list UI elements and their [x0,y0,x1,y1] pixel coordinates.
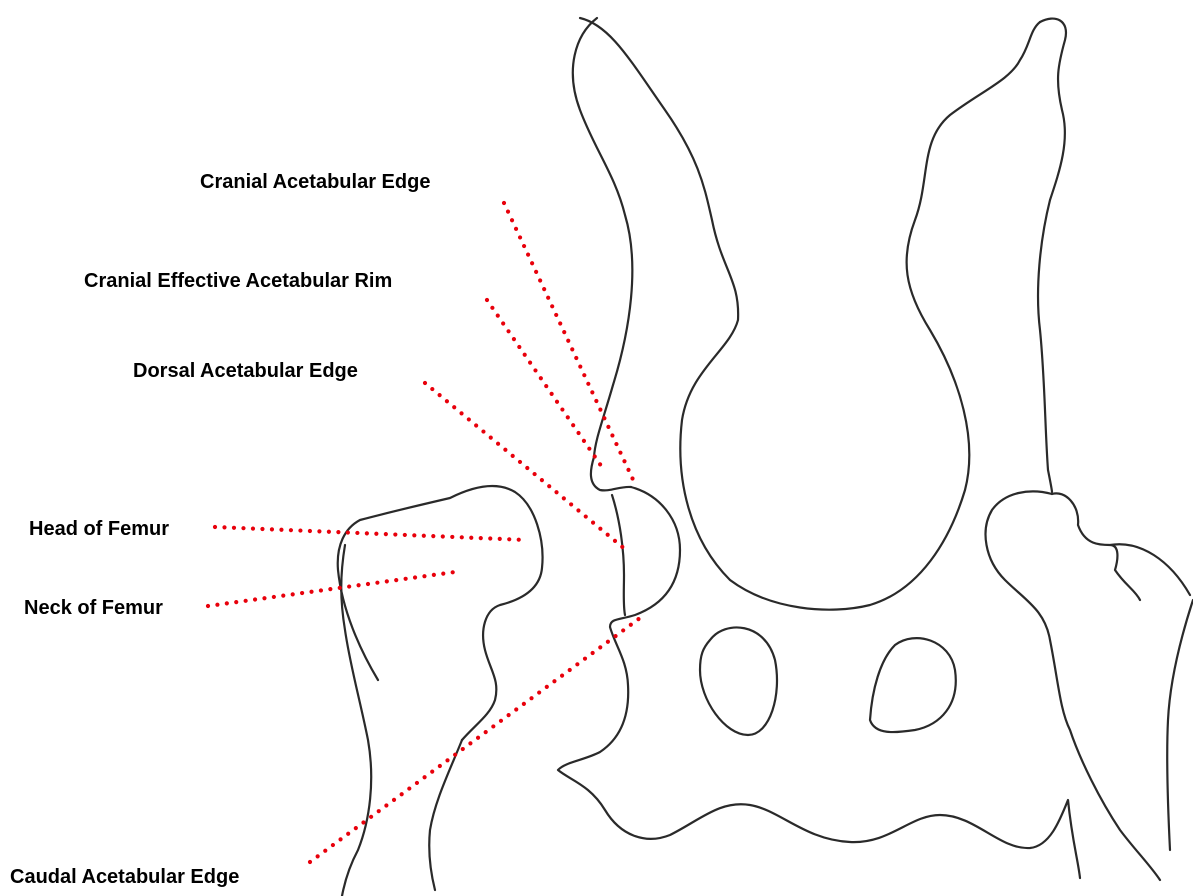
label-cranial-acetabular-edge: Cranial Acetabular Edge [200,171,430,193]
left-femoral-head-outline [338,486,543,740]
label-head-of-femur: Head of Femur [29,518,169,540]
leader-cranial-effective-acetabular-rim [487,300,604,470]
right-obturator-foramen [870,638,956,732]
right-femur-shaft-outline [1167,600,1193,850]
left-femur-lateral-shaft [341,545,371,896]
leader-head-of-femur [215,527,526,540]
dorsal-acetabular-line [612,495,625,615]
right-ilium-outline [1038,19,1066,492]
sacrum-outline [580,18,1040,610]
right-femoral-head-outline [986,491,1160,880]
leader-dorsal-acetabular-edge [425,383,626,550]
leader-caudal-acetabular-edge [310,618,640,862]
label-neck-of-femur: Neck of Femur [24,597,163,619]
left-ilium-outline [573,18,632,490]
acetabulum-rim-outline [558,487,1080,878]
label-cranial-effective-acetabular-rim: Cranial Effective Acetabular Rim [84,270,392,292]
right-femur-notch-outline [1052,493,1190,600]
leader-cranial-acetabular-edge [504,203,636,486]
leader-neck-of-femur [208,572,455,606]
left-obturator-foramen [700,627,777,735]
label-caudal-acetabular-edge: Caudal Acetabular Edge [10,866,239,888]
label-dorsal-acetabular-edge: Dorsal Acetabular Edge [133,360,358,382]
left-femur-medial-shaft [429,740,462,890]
